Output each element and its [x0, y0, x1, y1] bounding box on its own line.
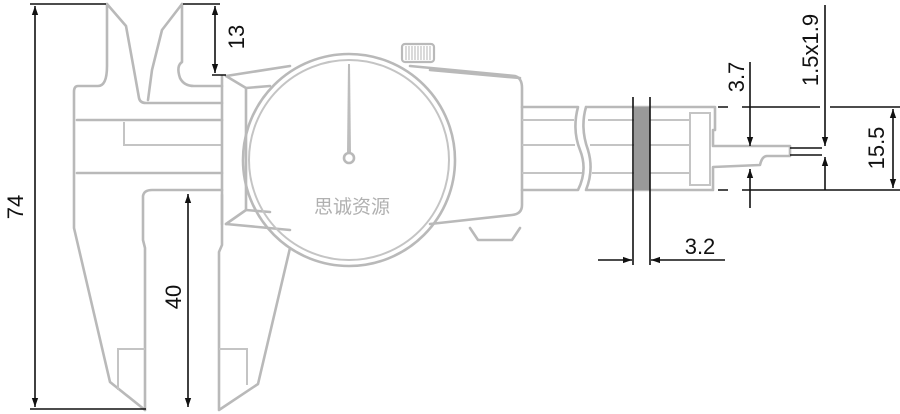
- dial: [241, 52, 457, 268]
- moving-jaw: [146, 2, 292, 412]
- dial-needle: [347, 64, 351, 153]
- main-beam: [75, 118, 224, 175]
- dim-3-7-label: 3.7: [724, 62, 749, 93]
- section-band: [634, 107, 650, 190]
- lock-knob[interactable]: [400, 42, 436, 64]
- beam-right: [520, 105, 792, 192]
- dimension-lines: [30, 3, 900, 410]
- slider-body: [220, 64, 524, 242]
- dim-74-label: 74: [3, 195, 28, 219]
- watermark: 思诚资源: [314, 196, 390, 218]
- needle-hub: [342, 151, 356, 165]
- dim-13-label: 13: [224, 25, 249, 49]
- fixed-jaw: [72, 2, 224, 412]
- dim-3-2-label: 3.2: [685, 234, 716, 259]
- dim-1-5x1-9-label: 1.5x1.9: [798, 14, 823, 86]
- dim-40-label: 40: [161, 285, 186, 309]
- dim-15-5-label: 15.5: [864, 127, 889, 170]
